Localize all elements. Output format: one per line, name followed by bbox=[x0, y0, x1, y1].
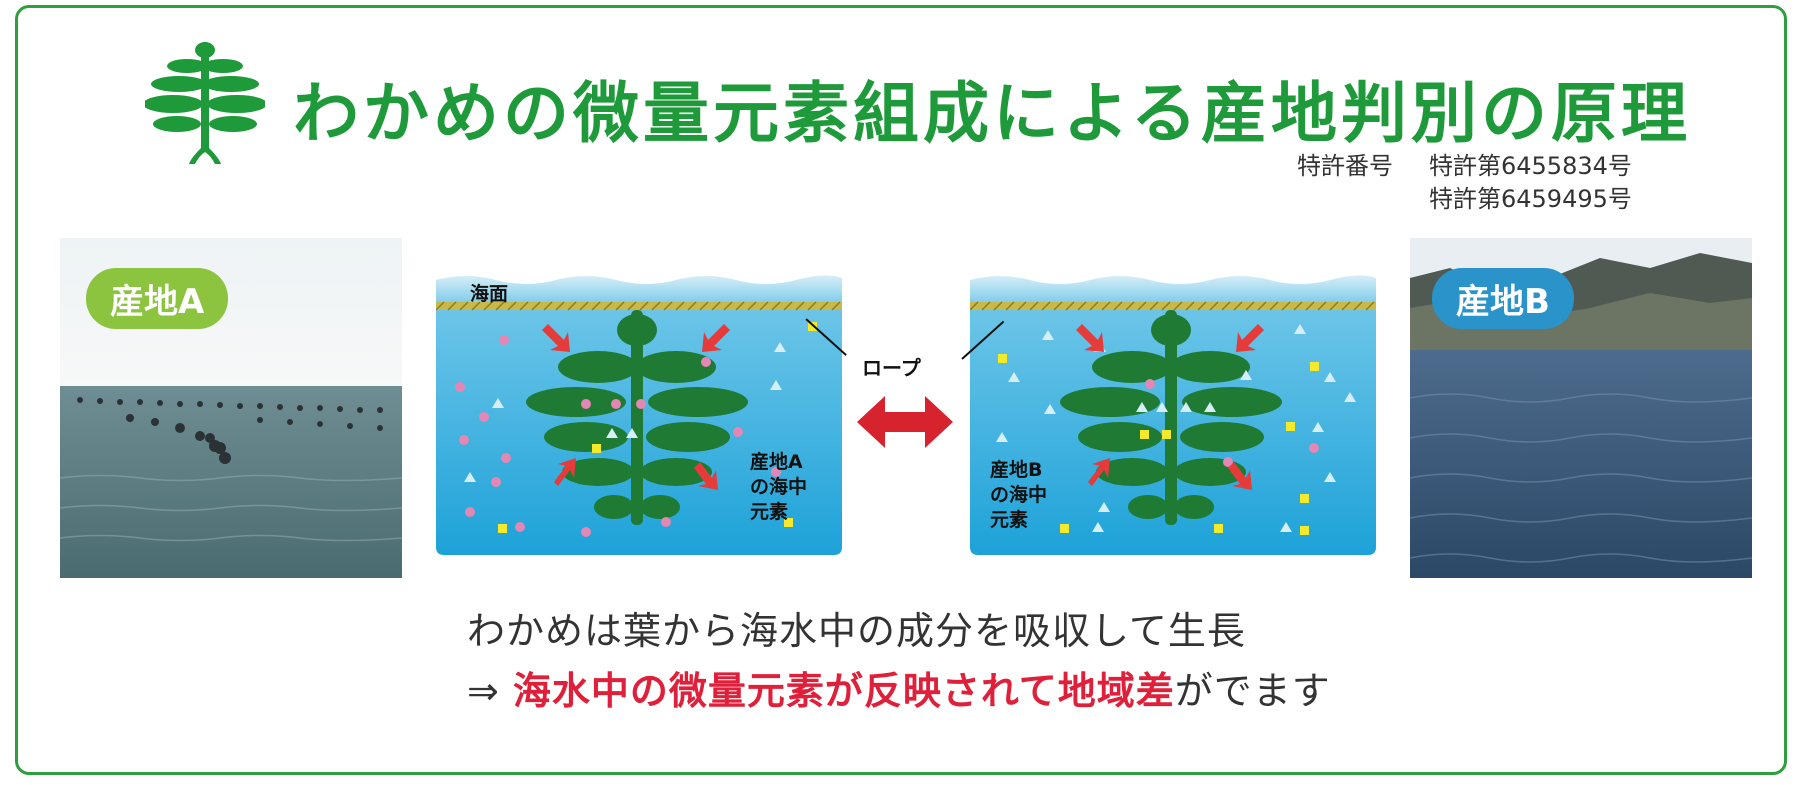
sea-photo-a bbox=[60, 238, 402, 578]
patent-info: 特許番号 特許第6455834号 特許第6459495号 bbox=[1297, 150, 1632, 216]
caption-arrow: ⇒ bbox=[467, 669, 513, 713]
seawater-diagram-a bbox=[435, 275, 842, 555]
elements-b-line1: 産地B bbox=[990, 459, 1043, 481]
elements-label-a: 産地A の海中 元素 bbox=[750, 450, 807, 525]
elements-a-line1: 産地A bbox=[750, 451, 803, 473]
elements-b-line3: 元素 bbox=[990, 509, 1029, 531]
elements-b-line2: の海中 bbox=[990, 484, 1048, 506]
diagram-site-b: 産地B の海中 元素 bbox=[969, 272, 1376, 555]
sea-surface-label: 海面 bbox=[470, 283, 509, 305]
sea-photo-b bbox=[1410, 238, 1752, 578]
caption-suffix: がでます bbox=[1174, 669, 1331, 713]
red-arrow-icon bbox=[542, 324, 730, 490]
outer-frame bbox=[15, 5, 1787, 775]
caption-highlight: 海水中の微量元素が反映されて地域差 bbox=[512, 669, 1175, 713]
seaweed-icon bbox=[526, 310, 748, 525]
seawater-diagram-b bbox=[969, 275, 1376, 555]
page-title: わかめの微量元素組成による産地判別の原理 bbox=[293, 75, 1692, 152]
patent-number-2: 特許第6459495号 bbox=[1429, 185, 1632, 213]
patent-label: 特許番号 bbox=[1297, 152, 1393, 180]
rope-label: ロープ bbox=[862, 356, 921, 380]
red-arrow-icon bbox=[1076, 324, 1264, 490]
elements-label-b: 産地B の海中 元素 bbox=[990, 458, 1047, 533]
elements-a-line3: 元素 bbox=[750, 501, 789, 523]
badge-site-b: 産地B bbox=[1432, 268, 1574, 329]
elements-a-line2: の海中 bbox=[750, 476, 808, 498]
caption-line-2: ⇒ 海水中の微量元素が反映されて地域差がでます bbox=[467, 660, 1331, 715]
photo-site-a: 産地A bbox=[60, 238, 402, 578]
caption-line-1: わかめは葉から海水中の成分を吸収して生長 bbox=[467, 609, 1246, 653]
patent-number-1: 特許第6455834号 bbox=[1429, 152, 1632, 180]
seaweed-icon bbox=[1060, 310, 1282, 525]
diagram-site-a: 海面 産地A の海中 元素 bbox=[435, 272, 842, 555]
double-arrow-icon bbox=[857, 396, 953, 448]
wakame-logo-icon bbox=[145, 42, 265, 164]
badge-site-a: 産地A bbox=[86, 268, 229, 329]
photo-site-b: 産地B bbox=[1410, 238, 1752, 578]
